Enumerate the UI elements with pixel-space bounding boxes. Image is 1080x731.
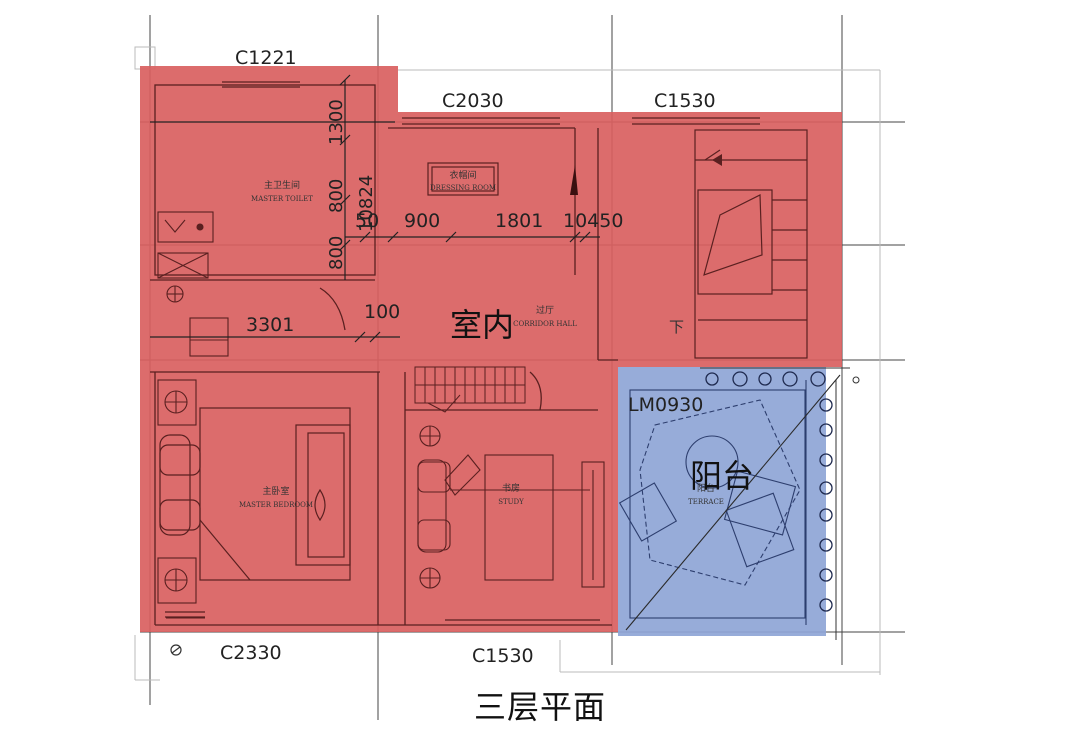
- balcony-zone: [618, 367, 826, 636]
- toilet-fixtures: [157, 211, 214, 303]
- room-label-terrace-en: TERRACE: [688, 498, 724, 506]
- dim-50: 50: [355, 210, 379, 232]
- room-label-terrace-cn: 阳台: [697, 482, 715, 494]
- room-label-study-en: STUDY: [498, 498, 524, 506]
- study-furniture: [417, 425, 605, 589]
- window-label-bottom-left: C2330: [220, 642, 282, 664]
- room-label-dressing-en: DRESSING ROOM: [430, 184, 496, 192]
- railing: [700, 367, 860, 640]
- bed: [159, 407, 351, 581]
- nightstand-lamps: [157, 379, 205, 619]
- room-label-corridor-en: CORRIDOR HALL: [513, 320, 577, 328]
- indoor-zone: [140, 66, 842, 632]
- dimension-lines: [150, 74, 600, 343]
- floor-drain-icon: [170, 644, 182, 656]
- room-label-master-bedroom-cn: 主卧室: [262, 485, 289, 497]
- terrace-furniture: [618, 374, 841, 631]
- dim-900: 900: [404, 210, 440, 232]
- zone-label-indoor: 室内: [450, 306, 514, 344]
- plan-title: 三层平面: [473, 688, 606, 726]
- dim-1801: 1801: [495, 210, 543, 232]
- dim-100: 100: [364, 301, 400, 323]
- dim-10450: 10450: [563, 210, 623, 232]
- stair-arrow-icon: [712, 154, 722, 166]
- outer-outline: [134, 46, 881, 681]
- vent-grille: [414, 366, 526, 413]
- dim-3301: 3301: [246, 314, 294, 336]
- window-label-top-mid: C2030: [442, 90, 504, 112]
- zone-label-balcony: 阳台: [690, 457, 754, 495]
- dim-800-lower: 800: [326, 236, 347, 270]
- door-swing-icon: [570, 165, 578, 195]
- dim-10824: 10824: [356, 175, 377, 232]
- balcony-door-label: LM0930: [628, 394, 703, 416]
- dim-800-upper: 800: [326, 179, 347, 213]
- room-label-master-toilet-cn: 主卫生间: [264, 179, 300, 191]
- plant-icons: [705, 371, 833, 612]
- room-label-corridor-cn: 过厅: [536, 304, 554, 316]
- dim-1300: 1300: [326, 99, 347, 145]
- room-label-dressing-cn: 衣帽间: [449, 169, 476, 181]
- window-label-bottom-mid: C1530: [472, 645, 534, 667]
- dressing-sign: [427, 162, 499, 196]
- room-label-master-toilet-en: MASTER TOILET: [251, 195, 313, 203]
- room-label-study-cn: 书房: [502, 482, 520, 494]
- window-label-top-right: C1530: [654, 90, 716, 112]
- window-marks: [165, 81, 760, 621]
- room-label-master-bedroom-en: MASTER BEDROOM: [239, 501, 313, 509]
- window-label-top-left: C1221: [235, 47, 297, 69]
- stair-down-label: 下: [669, 318, 684, 336]
- interior-walls: [150, 84, 618, 626]
